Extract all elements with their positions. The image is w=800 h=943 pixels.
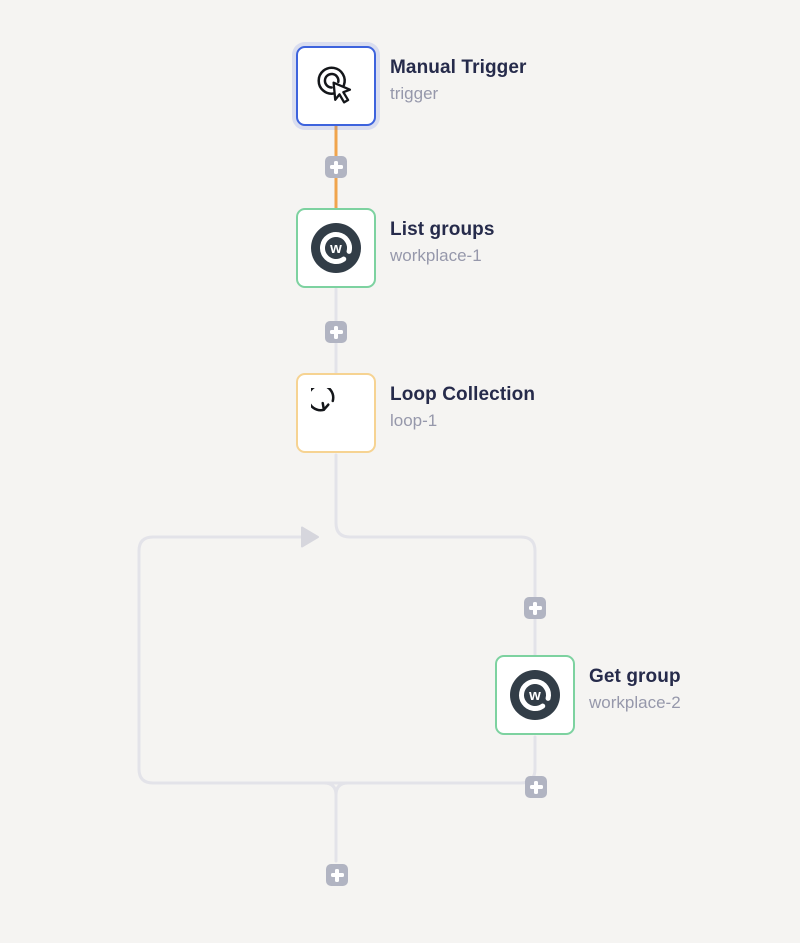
connector-loop-to-get-group bbox=[334, 453, 537, 657]
node-list-groups[interactable]: w bbox=[296, 208, 376, 288]
loop-circular-arrow-icon bbox=[311, 388, 335, 412]
node-title: Get group bbox=[589, 666, 681, 687]
workplace-icon: w bbox=[510, 670, 560, 720]
add-step-after-loop-button[interactable] bbox=[326, 864, 348, 886]
workplace-icon: w bbox=[311, 223, 361, 273]
plus-icon bbox=[524, 597, 546, 619]
node-label-loop-collection: Loop Collection loop-1 bbox=[390, 381, 535, 433]
svg-text:w: w bbox=[329, 240, 342, 257]
node-get-group[interactable]: w bbox=[495, 655, 575, 735]
node-title: Manual Trigger bbox=[390, 57, 527, 78]
loop-return-arrowhead-icon bbox=[301, 526, 319, 548]
connector-loop-return bbox=[137, 535, 537, 785]
node-subtitle: loop-1 bbox=[390, 411, 438, 430]
connector-loop-exit bbox=[322, 781, 350, 863]
add-step-inside-loop-button[interactable] bbox=[524, 597, 546, 619]
node-label-get-group: Get group workplace-2 bbox=[589, 663, 681, 715]
node-label-manual-trigger: Manual Trigger trigger bbox=[390, 54, 527, 106]
add-step-after-trigger-button[interactable] bbox=[325, 156, 347, 178]
node-loop-collection[interactable] bbox=[296, 373, 376, 453]
node-label-list-groups: List groups workplace-1 bbox=[390, 216, 495, 268]
plus-icon bbox=[325, 321, 347, 343]
add-step-loop-end-button[interactable] bbox=[525, 776, 547, 798]
plus-icon bbox=[525, 776, 547, 798]
node-manual-trigger[interactable] bbox=[296, 46, 376, 126]
node-title: Loop Collection bbox=[390, 384, 536, 405]
manual-trigger-click-icon bbox=[317, 66, 352, 104]
plus-icon bbox=[325, 156, 347, 178]
add-step-after-list-groups-button[interactable] bbox=[325, 321, 347, 343]
svg-text:w: w bbox=[528, 687, 541, 704]
node-subtitle: workplace-2 bbox=[589, 693, 681, 712]
node-title: List groups bbox=[390, 219, 495, 240]
node-subtitle: workplace-1 bbox=[390, 246, 482, 265]
node-subtitle: trigger bbox=[390, 84, 439, 103]
plus-icon bbox=[326, 864, 348, 886]
